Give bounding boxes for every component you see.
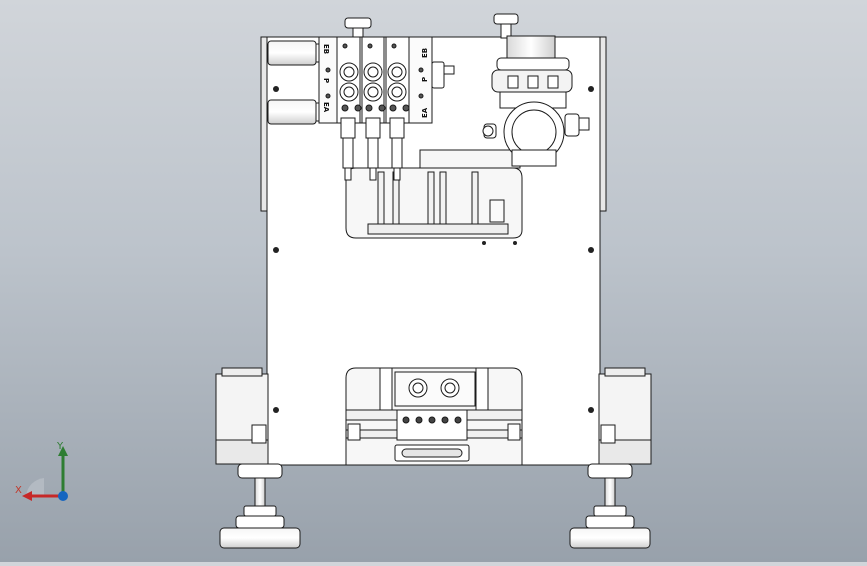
valve-label-left-bottom: EA — [322, 102, 330, 113]
coordinate-triad-icon: X Y — [10, 438, 80, 510]
valve-label-left-top: EB — [322, 44, 330, 54]
leveling-foot-right — [569, 463, 651, 549]
leveling-foot-left — [219, 463, 301, 549]
valve-label-right-bottom: EA — [421, 107, 429, 118]
y-axis-label: Y — [57, 441, 64, 452]
valve-label-left-mid: P — [322, 78, 330, 83]
left-cylinder-top — [267, 40, 323, 66]
valve-label-right-top: EB — [421, 48, 429, 58]
elbow-fitting — [431, 61, 445, 89]
valve-label-right-mid: P — [421, 77, 429, 82]
left-cylinder-bottom — [267, 99, 323, 125]
valve-manifold — [318, 13, 519, 181]
x-axis-label: X — [15, 485, 22, 496]
lower-manifold-block — [396, 409, 468, 441]
filter-regulator — [419, 35, 590, 169]
